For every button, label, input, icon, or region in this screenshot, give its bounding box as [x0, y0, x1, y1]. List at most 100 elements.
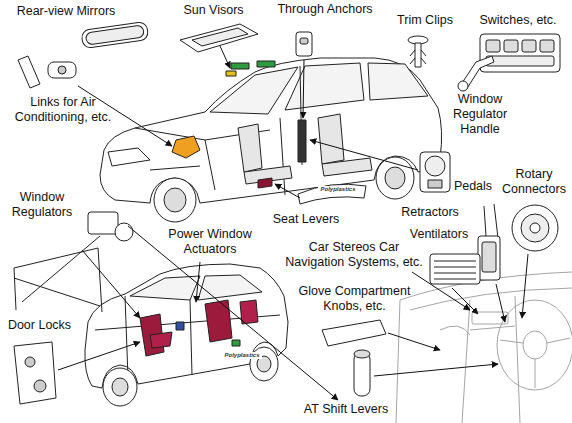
- part-icons-part: [415, 43, 421, 67]
- car-cutaway-front-part: [135, 66, 302, 195]
- part-label: Sun Visors: [176, 3, 251, 18]
- part-label: Pedals: [448, 179, 498, 194]
- leader-lines: [58, 46, 528, 400]
- part-icons-part: [25, 357, 35, 367]
- part-icons-part: [522, 40, 536, 52]
- leader-lines-part: [310, 140, 418, 170]
- dashboard-drawing-part: [440, 326, 470, 335]
- part-label: Window Regulators: [2, 190, 82, 220]
- car-cutaway-front-part: [100, 58, 442, 203]
- part-label: Through Anchors: [270, 2, 380, 17]
- car-cutaway-front-part: [226, 71, 236, 76]
- part-label: Power Window Actuators: [160, 227, 260, 257]
- part-icons-part: [58, 66, 66, 74]
- dashboard-drawing-part: [470, 326, 515, 330]
- part-icons-part: [480, 34, 560, 72]
- part-label: AT Shift Levers: [296, 402, 396, 417]
- car-cutaway-front-part: [385, 167, 405, 189]
- part-icons-part: [482, 242, 496, 272]
- leader-lines-part: [82, 250, 140, 318]
- watermark-text: Polyplastics: [318, 186, 358, 193]
- part-icons-part: [48, 62, 76, 78]
- leader-lines-part: [196, 262, 200, 302]
- car-cutaway-rear-part: [232, 340, 240, 346]
- part-icons-part: [458, 81, 468, 91]
- part-icons-part: [192, 28, 248, 46]
- car-cutaway-front-part: [368, 63, 428, 100]
- part-icons-part: [298, 184, 366, 204]
- dashboard-drawing: [396, 272, 572, 423]
- part-icons-part: [484, 204, 498, 238]
- leader-lines-part: [58, 342, 140, 370]
- car-cutaway-rear-part: [198, 275, 262, 300]
- part-label: Seat Levers: [266, 212, 346, 227]
- part-icons-part: [521, 214, 549, 242]
- part-label: Window Regulator Handle: [442, 92, 518, 137]
- car-cutaway-rear-part: [150, 332, 172, 348]
- leader-lines-part: [128, 226, 338, 400]
- part-icons-part: [34, 380, 46, 392]
- car-cutaway-rear-part: [103, 368, 137, 406]
- car-cutaway-rear-part: [112, 378, 128, 396]
- part-label: Glove Compartment Knobs, etc.: [292, 284, 417, 314]
- part-icons-part: [420, 152, 450, 192]
- part-icons-part: [88, 212, 118, 234]
- leader-lines-part: [522, 254, 528, 318]
- car-cutaway-front-part: [318, 114, 344, 164]
- part-icons-part: [300, 38, 308, 44]
- car-cutaway-front-part: [164, 188, 186, 212]
- part-icons-part: [322, 320, 386, 346]
- leader-lines-part: [275, 184, 300, 198]
- part-icons-part: [296, 32, 312, 56]
- dashboard-drawing-part: [523, 331, 547, 359]
- leader-lines-part: [303, 60, 304, 118]
- part-label: Trim Clips: [390, 13, 460, 28]
- part-icons-part: [530, 223, 540, 233]
- part-icons-part: [18, 56, 40, 88]
- part-icons-part: [478, 236, 500, 280]
- part-icons-part: [354, 352, 370, 396]
- car-cutaway-front: [100, 58, 442, 222]
- part-icons-part: [540, 40, 554, 52]
- part-label: Door Locks: [2, 318, 77, 333]
- car-cutaway-front-part: [285, 63, 364, 110]
- car-cutaway-rear: [85, 264, 288, 406]
- part-icons-part: [180, 24, 258, 52]
- dashboard-drawing-part: [500, 338, 570, 388]
- leader-lines-part: [220, 46, 230, 68]
- part-icons-part: [81, 22, 149, 49]
- part-label: Rotary Connectors: [500, 167, 568, 197]
- part-icons-part-part: [85, 25, 144, 45]
- part-icons-part: [504, 40, 518, 52]
- part-icons-part: [354, 350, 370, 358]
- car-cutaway-front-part: [231, 63, 249, 69]
- part-icons-part: [14, 342, 56, 404]
- part-label: Rear-view Mirrors: [6, 4, 126, 19]
- part-icons-part: [14, 236, 102, 312]
- part-label: Car Stereos Car Navigation Systems, etc.: [280, 240, 428, 270]
- leader-lines-part: [388, 333, 440, 350]
- part-icons-part: [428, 180, 442, 188]
- car-cutaway-front-part: [258, 178, 272, 188]
- car-cutaway-front-part: [298, 120, 306, 162]
- part-icons-part: [486, 40, 500, 52]
- part-icons-part: [410, 50, 426, 64]
- car-cutaway-front-part: [172, 136, 200, 158]
- part-icons-part: [434, 261, 476, 279]
- leader-lines-part: [496, 284, 505, 322]
- car-cutaway-rear-part: [130, 276, 200, 300]
- part-label: Ventilators: [404, 227, 474, 242]
- part-icons-part: [486, 56, 554, 66]
- car-cutaway-front-part: [108, 148, 150, 166]
- part-icons-part: [512, 205, 558, 251]
- part-icons-part: [115, 223, 133, 241]
- car-cutaway-rear-part: [205, 300, 232, 342]
- leader-lines-part: [412, 272, 470, 310]
- leader-lines-part: [374, 364, 498, 376]
- dashboard-drawing-part: [462, 300, 470, 423]
- car-cutaway-rear-part: [176, 322, 184, 330]
- car-cutaway-front-part: [322, 158, 372, 176]
- car-cutaway-front-part: [154, 178, 196, 222]
